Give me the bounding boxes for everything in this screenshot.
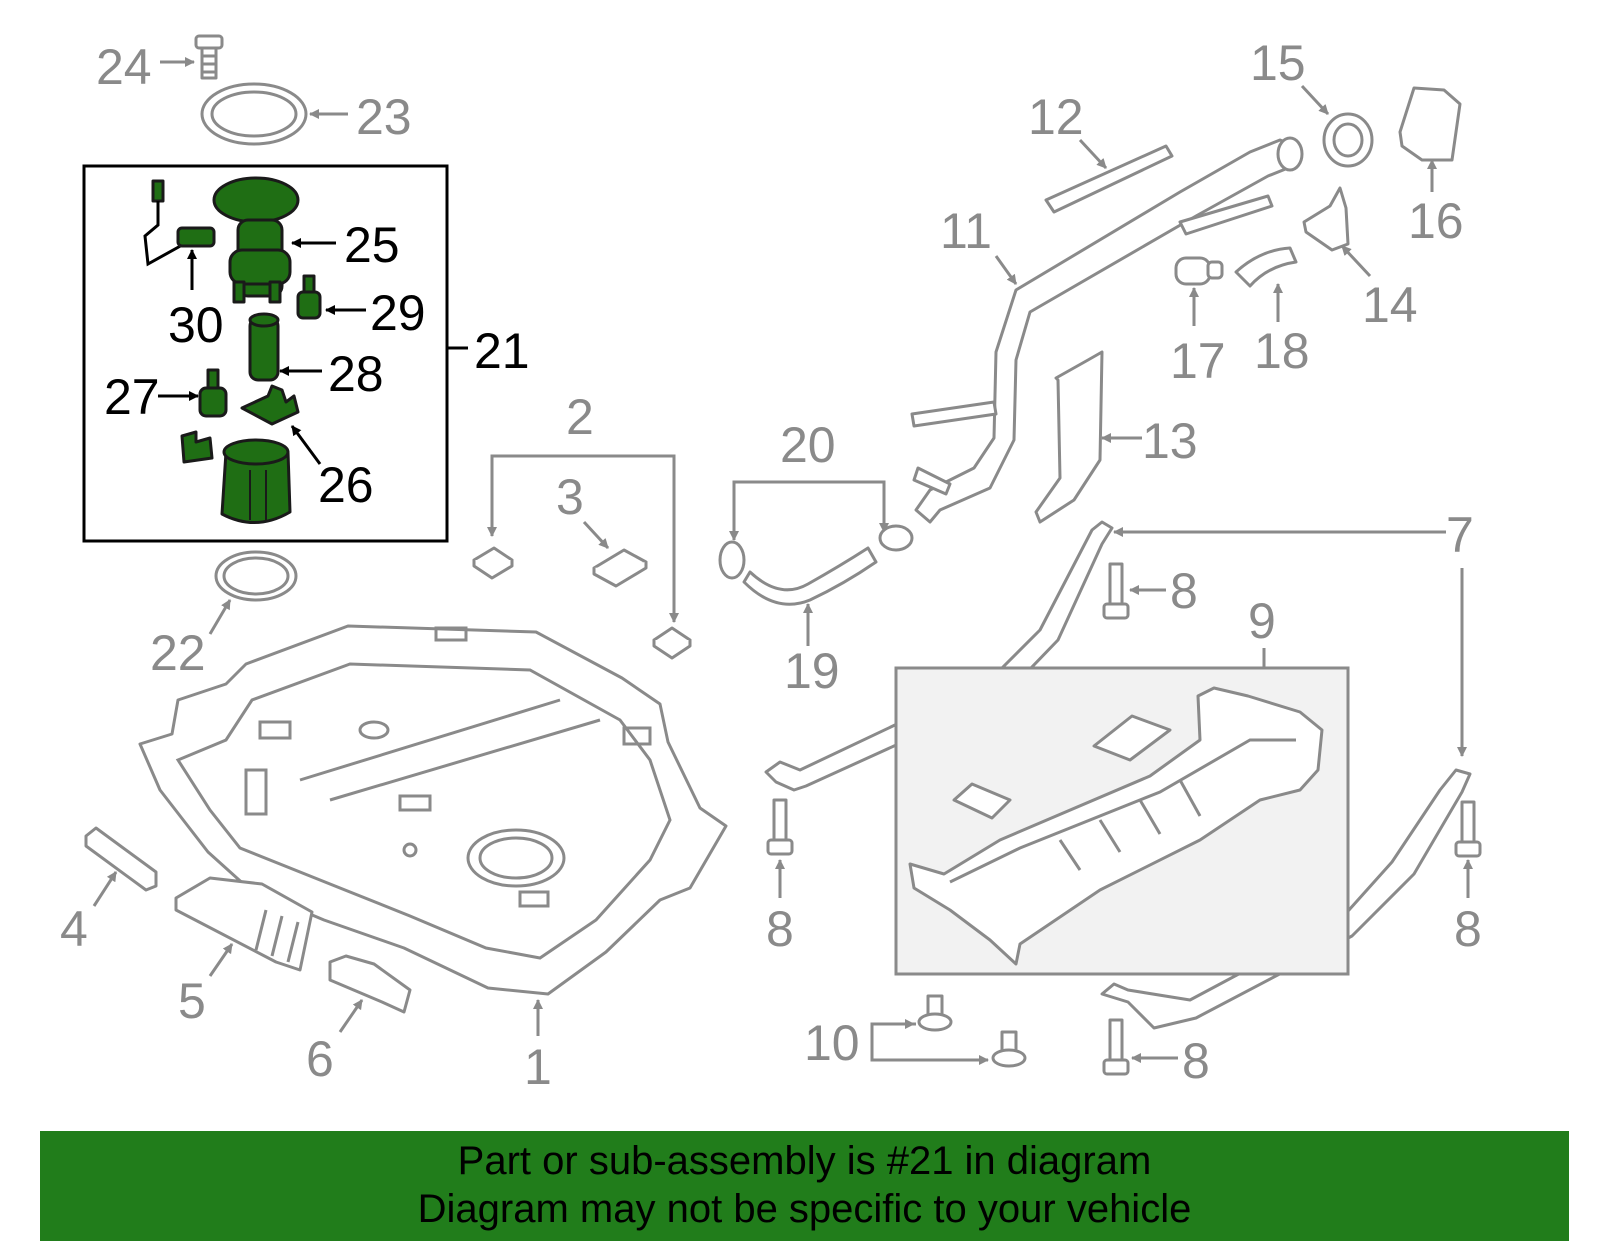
part-10-clip[interactable] [917, 994, 1027, 1068]
leader-6 [338, 999, 364, 1033]
callout-27: 27 [104, 369, 160, 425]
callout-19: 19 [784, 643, 840, 699]
leader-11 [994, 255, 1018, 285]
part-16-filler-door-housing[interactable] [1398, 86, 1462, 162]
callout-1: 1 [524, 1039, 552, 1095]
callout-12: 12 [1028, 89, 1084, 145]
part-17-valve[interactable] [1174, 256, 1224, 286]
leader-5 [208, 943, 234, 977]
part-1-fuel-tank[interactable] [138, 624, 728, 996]
part-9-heat-insulator[interactable] [908, 686, 1324, 966]
callout-5: 5 [178, 973, 206, 1029]
callout-8-a: 8 [1170, 563, 1198, 619]
callout-8-b: 8 [766, 901, 794, 957]
part-27-check-valve[interactable] [198, 368, 228, 418]
part-11-filler-pipe[interactable] [910, 136, 1304, 524]
callout-4: 4 [60, 901, 88, 957]
banner-line-2: Diagram may not be specific to your vehi… [417, 1187, 1192, 1231]
callout-23: 23 [356, 89, 412, 145]
leader-3 [582, 520, 610, 550]
part-18-hose[interactable] [1234, 246, 1298, 288]
callout-29: 29 [370, 285, 426, 341]
part-6-protector[interactable] [328, 954, 412, 1014]
assembly-notice-banner: Part or sub-assembly is #21 in diagram D… [40, 1131, 1569, 1241]
callout-14: 14 [1362, 277, 1418, 333]
part-26-bracket[interactable] [240, 384, 300, 426]
callout-6: 6 [306, 1031, 334, 1087]
callout-15: 15 [1250, 35, 1306, 91]
part-21-pump-reservoir[interactable] [180, 430, 292, 524]
callout-3: 3 [556, 469, 584, 525]
leader-14 [1340, 244, 1372, 278]
part-30-level-sender[interactable] [143, 179, 216, 267]
callout-21: 21 [474, 323, 530, 379]
callout-25: 25 [344, 217, 400, 273]
leader-12 [1078, 138, 1108, 170]
callout-8-d: 8 [1182, 1033, 1210, 1089]
leader-26 [290, 425, 322, 465]
leader-22 [208, 599, 232, 635]
part-12-protector[interactable] [1044, 144, 1174, 214]
part-28-fuel-pump[interactable] [248, 312, 280, 382]
callout-16: 16 [1408, 193, 1464, 249]
callout-2: 2 [566, 389, 594, 445]
callout-17: 17 [1170, 333, 1226, 389]
callout-30: 30 [168, 297, 224, 353]
part-8-bolt[interactable] [766, 562, 1482, 1076]
part-24-bolt[interactable] [194, 34, 224, 80]
callout-9: 9 [1248, 593, 1276, 649]
part-3-pad[interactable] [592, 548, 648, 588]
callout-18: 18 [1254, 323, 1310, 379]
part-7-tank-strap[interactable] [764, 520, 1472, 1030]
part-14-bracket[interactable] [1302, 186, 1350, 252]
callout-24: 24 [96, 39, 152, 95]
part-25-pump-module[interactable] [212, 176, 300, 304]
part-29-pressure-regulator[interactable] [296, 274, 322, 320]
callout-13: 13 [1142, 413, 1198, 469]
callout-10: 10 [804, 1015, 860, 1071]
callout-22: 22 [150, 625, 206, 681]
leader-15 [1300, 84, 1330, 116]
leader-4 [92, 871, 118, 907]
leader-20 [732, 480, 886, 534]
part-5-heat-shield[interactable] [174, 876, 314, 972]
part-22-seal-ring[interactable] [214, 550, 298, 602]
callout-7: 7 [1446, 507, 1474, 563]
callout-28: 28 [328, 346, 384, 402]
part-2-pad[interactable] [472, 546, 692, 660]
part-15-filler-cap[interactable] [1322, 112, 1374, 168]
banner-line-1: Part or sub-assembly is #21 in diagram [457, 1139, 1152, 1183]
part-23-retainer-gasket[interactable] [200, 82, 308, 146]
part-13-bracket[interactable] [1034, 350, 1104, 524]
part-4-pad[interactable] [84, 826, 158, 892]
part-19-filler-hose[interactable] [742, 546, 878, 606]
callout-8-c: 8 [1454, 901, 1482, 957]
callout-11: 11 [940, 203, 992, 259]
part-20-hose-clamp[interactable] [718, 524, 914, 580]
callout-20: 20 [780, 417, 836, 473]
leader-2 [490, 454, 676, 616]
callout-26: 26 [318, 457, 374, 513]
